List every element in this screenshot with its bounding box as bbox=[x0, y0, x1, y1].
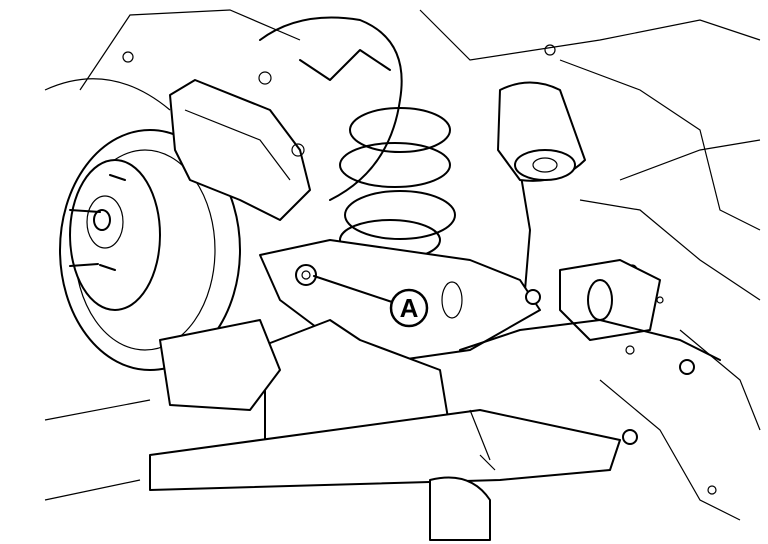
callout-a: A bbox=[313, 275, 429, 328]
under-cover bbox=[149, 319, 621, 541]
brake-disc bbox=[59, 129, 241, 371]
coil-spring bbox=[339, 107, 456, 261]
brake-caliper bbox=[169, 71, 311, 221]
callout-label: A bbox=[400, 293, 419, 323]
shock-bushing bbox=[497, 81, 586, 182]
